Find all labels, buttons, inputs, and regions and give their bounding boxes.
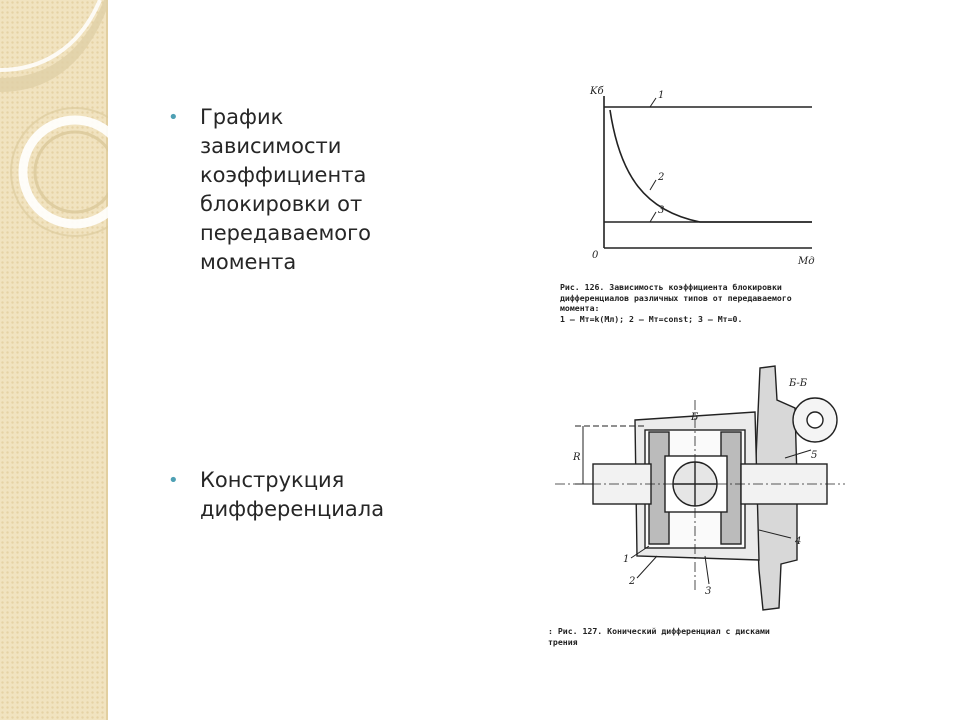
bullet-dot-icon: • (168, 107, 179, 128)
part-label-2: 2 (628, 576, 635, 587)
origin-label: 0 (592, 250, 599, 261)
curve-label-3: 3 (658, 205, 664, 216)
side-band-edge (106, 0, 108, 720)
differential-drawing: Б-Б R 1 2 3 4 5 Б (555, 365, 845, 611)
curve-label-1: 1 (658, 90, 664, 101)
part-label-5: 5 (811, 450, 817, 461)
part-label-4: 4 (794, 536, 801, 547)
figure-126-caption: Рис. 126. Зависимость коэффициента блоки… (560, 282, 792, 324)
curve-label-2: 2 (657, 172, 664, 183)
curve-2-line (609, 109, 812, 223)
bullet-item-construction: • Конструкция дифференциала (168, 466, 384, 524)
section-label: Б-Б (788, 378, 808, 389)
part-label-3: 3 (705, 586, 711, 597)
part-label-1: 1 (623, 554, 629, 565)
y-axis-label: Kб (589, 86, 604, 97)
decorative-circles (0, 0, 108, 237)
dimension-label: R (572, 452, 581, 463)
part-label-b: Б (690, 412, 699, 423)
bullet-dot-icon: • (168, 470, 179, 491)
bullet-text-graph: График зависимости коэффициента блокиров… (200, 105, 372, 274)
x-axis-label: Mд (797, 256, 815, 267)
bullet-item-graph: • График зависимости коэффициента блокир… (168, 103, 371, 277)
blocking-coefficient-graph: Kб Mд 0 1 2 3 (589, 86, 815, 267)
bullet-text-construction: Конструкция дифференциала (200, 468, 385, 521)
figure-127-caption: : Рис. 127. Конический дифференциал с ди… (548, 626, 770, 647)
